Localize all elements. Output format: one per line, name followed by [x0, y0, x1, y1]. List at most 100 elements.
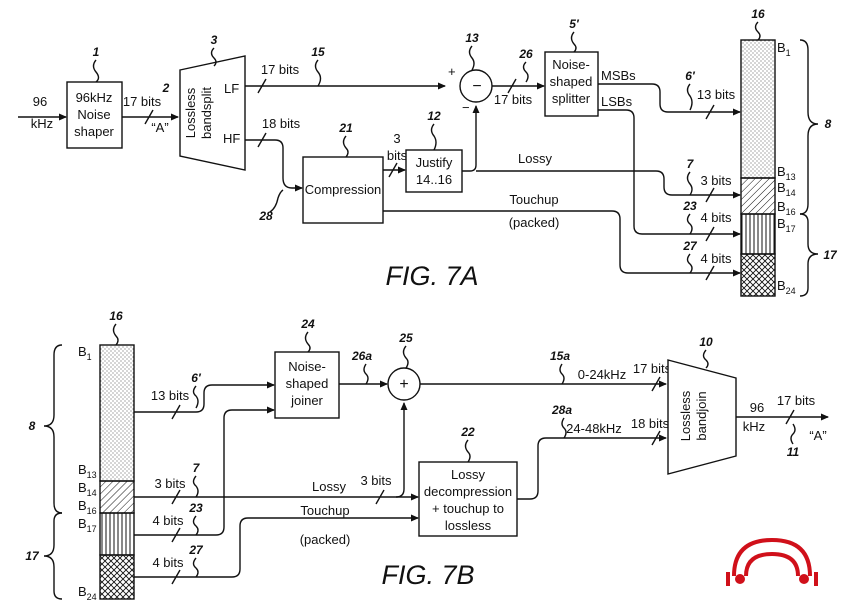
ref-11-leader — [790, 423, 796, 445]
decomp-label-2: decompression — [424, 484, 512, 499]
comp-bits-label-1: 3 — [393, 131, 400, 146]
msbs-label: MSBs — [601, 68, 636, 83]
bandjoin-label-1: Lossless — [678, 390, 693, 441]
justify-box — [405, 149, 463, 193]
touchup-word-segment — [99, 554, 135, 600]
splitter-label-2: shaped — [550, 74, 593, 89]
packed-label: (packed) — [300, 532, 351, 547]
ref-28a: 28a — [551, 403, 572, 417]
ref-17: 17 — [25, 549, 40, 563]
lsb-word-segment — [740, 213, 776, 255]
bus-slash — [171, 404, 181, 420]
bus-slash — [705, 226, 715, 242]
ref-6-leader — [686, 83, 693, 111]
ref-21: 21 — [338, 121, 353, 135]
touchup-to-decomp-arrow — [134, 514, 419, 578]
bus-slash — [785, 409, 795, 425]
msb-bits-label: 13 bits — [151, 388, 190, 403]
ref-17: 17 — [823, 248, 838, 262]
brace-17 — [43, 512, 63, 600]
hf-label: HF — [223, 131, 240, 146]
ref-11: 11 — [787, 445, 800, 459]
b17-label: B17 — [777, 216, 796, 234]
low-bits-label: 17 bits — [633, 361, 672, 376]
touchup-word-segment — [740, 253, 776, 297]
b16-label: B16 — [777, 199, 796, 217]
out-bits-label: 17 bits — [777, 393, 816, 408]
lossy-label: Lossy — [518, 151, 552, 166]
lossless-bandsplit-block — [179, 55, 246, 171]
minus-input-sign: − — [462, 100, 470, 115]
brace-8 — [43, 344, 63, 514]
bus-slash — [388, 162, 398, 178]
b14-label: B14 — [78, 480, 97, 498]
high-band-arrow — [517, 434, 667, 500]
ref-27-leader — [192, 557, 199, 578]
bandsplit-label-2: bandsplit — [199, 87, 214, 139]
ref-1-leader — [92, 59, 100, 83]
ref-16: 16 — [109, 309, 123, 323]
bus-slash — [375, 489, 385, 505]
lossy-bits-label: 3 bits — [700, 173, 732, 188]
ref-26a-leader — [363, 363, 369, 385]
touch-bits-label: 4 bits — [700, 251, 732, 266]
splitter-label-1: Noise- — [552, 57, 590, 72]
comp-bits-label-2: bits — [387, 148, 408, 163]
ref-24: 24 — [300, 317, 315, 331]
joiner-label-3: joiner — [290, 393, 323, 408]
ref-7-leader — [192, 475, 199, 498]
noise-shaper-label-2: Noise — [77, 107, 110, 122]
splitter-label-3: splitter — [552, 91, 591, 106]
joiner-label-1: Noise- — [288, 359, 326, 374]
bus-slash — [705, 104, 715, 120]
out-rate-label: 96 — [750, 400, 764, 415]
lossy-sum-bits-label: 3 bits — [360, 473, 392, 488]
ref-15-leader — [314, 59, 322, 87]
high-bits-label: 18 bits — [631, 416, 670, 431]
bus-slash — [651, 430, 661, 446]
b17-label: B17 — [78, 516, 97, 534]
hf-path-arrow — [245, 139, 303, 192]
ref-28a-leader — [561, 417, 567, 439]
ref-16-leader — [112, 323, 119, 346]
joiner-label-2: shaped — [286, 376, 329, 391]
compression-box — [302, 156, 384, 224]
decomp-label-3: + touchup to — [432, 501, 504, 516]
noise-shaped-splitter-box — [544, 51, 599, 117]
lossy-route-arrow — [476, 170, 741, 199]
justify-label-2: 14..16 — [416, 172, 452, 187]
justify-to-summer-arrow — [462, 105, 480, 172]
b1-label: B1 — [78, 344, 92, 362]
ref-22-leader — [464, 439, 471, 463]
lsb-bits-label: 4 bits — [700, 210, 732, 225]
msb-route-arrow — [598, 83, 741, 116]
ref-23: 23 — [682, 199, 697, 213]
b16-label: B16 — [78, 498, 97, 516]
bandsplit-label-1: Lossless — [183, 87, 198, 138]
plus-sign: + — [399, 376, 408, 393]
noise-shaper-label-1: 96kHz — [76, 90, 113, 105]
fig-7b: 16 B1 B13 B14 B16 B17 B24 8 17 13 bits 6… — [25, 309, 829, 602]
ref-15a: 15a — [550, 349, 570, 363]
bus-slash — [705, 265, 715, 281]
msb-word-segment — [99, 344, 135, 482]
bus-slash — [171, 569, 181, 585]
diff-bits-label: 17 bits — [494, 92, 533, 107]
justify-label-1: Justify — [416, 155, 453, 170]
bus-slash — [171, 489, 181, 505]
bus-slash — [705, 187, 715, 203]
ref-12: 12 — [427, 109, 441, 123]
ref-6-prime: 6′ — [685, 69, 696, 83]
ref-3: 3 — [211, 33, 218, 47]
noise-shaper-box — [66, 81, 123, 149]
signal-a-label: “A” — [151, 120, 168, 135]
ref-28: 28 — [258, 209, 273, 223]
lossy-to-adder-arrow — [395, 402, 408, 498]
lossy-word-segment — [99, 480, 135, 514]
ref-23-leader — [192, 515, 199, 536]
msb-word-segment — [740, 39, 776, 179]
headphones-logo-icon — [726, 537, 818, 586]
touchup-label: Touchup — [300, 503, 349, 518]
touchup-route-arrow — [383, 210, 741, 277]
ref-16-leader — [754, 21, 761, 41]
